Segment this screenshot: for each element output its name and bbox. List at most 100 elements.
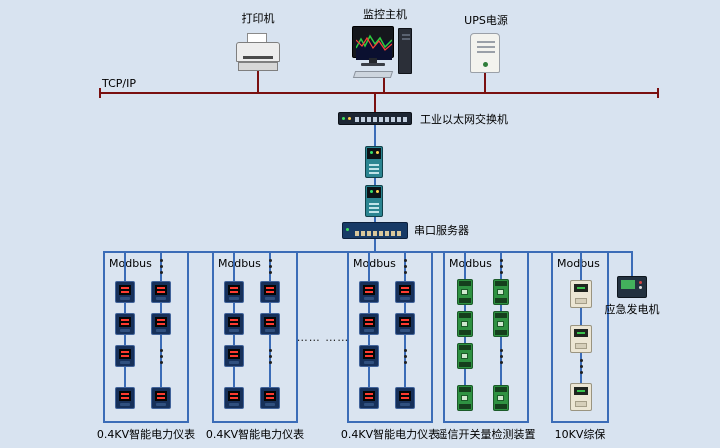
printer-connector-line bbox=[257, 71, 259, 92]
io-module-icon bbox=[457, 279, 473, 305]
protection-relay-icon bbox=[570, 383, 592, 411]
io-module-icon bbox=[457, 311, 473, 337]
more-devices-dots bbox=[578, 359, 584, 374]
modbus-label: Modbus bbox=[557, 257, 600, 270]
power-meter-icon bbox=[260, 313, 280, 335]
more-devices-dots bbox=[402, 259, 408, 274]
ups-led bbox=[483, 62, 488, 67]
modbus-column-2: Modbus bbox=[212, 251, 298, 423]
column-caption-4: 遥信开关量检测装置 bbox=[436, 428, 536, 441]
ups-vents bbox=[477, 41, 495, 43]
ups-connector-line bbox=[484, 73, 486, 92]
media-converter-icon bbox=[365, 146, 383, 178]
serial-server-label: 串口服务器 bbox=[414, 224, 469, 237]
more-devices-dots bbox=[158, 349, 164, 364]
modbus-label: Modbus bbox=[218, 257, 261, 270]
power-meter-icon bbox=[224, 387, 244, 409]
power-meter-icon bbox=[260, 387, 280, 409]
power-meter-icon bbox=[260, 281, 280, 303]
io-module-icon bbox=[493, 385, 509, 411]
monitor-icon bbox=[352, 26, 394, 60]
power-meter-icon bbox=[395, 387, 415, 409]
continuation-ellipsis: …… …… bbox=[296, 331, 350, 344]
power-meter-icon bbox=[115, 313, 135, 335]
column-caption-1: 0.4KV智能电力仪表 bbox=[96, 428, 196, 441]
generator-screen bbox=[621, 280, 635, 289]
column-caption-2: 0.4KV智能电力仪表 bbox=[205, 428, 305, 441]
ethernet-switch-label: 工业以太网交换机 bbox=[420, 113, 508, 126]
power-meter-icon bbox=[115, 281, 135, 303]
ups-icon bbox=[470, 33, 500, 73]
modbus-column-5: Modbus bbox=[551, 251, 609, 423]
more-devices-dots bbox=[498, 349, 504, 364]
protection-relay-icon bbox=[570, 280, 592, 308]
io-module-icon bbox=[457, 343, 473, 369]
modbus-column-4: Modbus bbox=[443, 251, 529, 423]
converter-leds bbox=[367, 148, 381, 159]
modbus-label: Modbus bbox=[353, 257, 396, 270]
serial-server-icon bbox=[342, 222, 408, 239]
more-devices-dots bbox=[498, 259, 504, 274]
switch-to-converter-line bbox=[374, 125, 376, 146]
server-to-bus-line bbox=[374, 239, 376, 252]
modbus-label: Modbus bbox=[109, 257, 152, 270]
ethernet-switch-icon bbox=[338, 112, 412, 125]
io-module-icon bbox=[493, 311, 509, 337]
generator-buttons bbox=[639, 281, 642, 284]
power-meter-icon bbox=[359, 387, 379, 409]
tcpip-bus-endcap-right bbox=[657, 88, 659, 98]
io-module-icon bbox=[493, 279, 509, 305]
tcpip-bus-endcap-left bbox=[99, 88, 101, 98]
power-meter-icon bbox=[224, 281, 244, 303]
media-converter-icon bbox=[365, 185, 383, 217]
tcpip-label: TCP/IP bbox=[102, 77, 136, 90]
power-meter-icon bbox=[224, 345, 244, 367]
power-meter-icon bbox=[151, 281, 171, 303]
monitor-host-label: 监控主机 bbox=[363, 8, 407, 21]
emergency-generator-label: 应急发电机 bbox=[604, 303, 660, 316]
converter-link-line bbox=[374, 178, 376, 185]
power-meter-icon bbox=[395, 313, 415, 335]
monitor-connector-line bbox=[383, 78, 385, 92]
bus-to-switch-line bbox=[374, 94, 376, 112]
monitor-base bbox=[361, 63, 385, 66]
io-module-icon bbox=[457, 385, 473, 411]
more-devices-dots bbox=[267, 349, 273, 364]
column-caption-5: 10KV综保 bbox=[554, 428, 606, 441]
modbus-column-1: Modbus bbox=[103, 251, 189, 423]
keyboard-icon bbox=[352, 71, 394, 78]
printer-slot bbox=[243, 56, 273, 59]
generator-drop-line bbox=[631, 253, 633, 276]
tcpip-bus-line bbox=[100, 92, 658, 94]
power-meter-icon bbox=[115, 387, 135, 409]
printer-body bbox=[236, 42, 280, 62]
column-caption-3: 0.4KV智能电力仪表 bbox=[340, 428, 440, 441]
monitor-host-icon bbox=[352, 26, 414, 80]
switch-ports bbox=[355, 117, 407, 122]
more-devices-dots bbox=[402, 349, 408, 364]
monitor-stand bbox=[369, 58, 377, 63]
power-meter-icon bbox=[115, 345, 135, 367]
emergency-generator-icon bbox=[617, 276, 647, 298]
power-meter-icon bbox=[395, 281, 415, 303]
switch-leds bbox=[342, 117, 345, 120]
power-meter-icon bbox=[359, 345, 379, 367]
modbus-label: Modbus bbox=[449, 257, 492, 270]
monitor-screen bbox=[355, 34, 393, 60]
power-meter-icon bbox=[224, 313, 244, 335]
power-meter-icon bbox=[151, 313, 171, 335]
converter-vents bbox=[369, 203, 379, 205]
printer-tray bbox=[238, 62, 278, 71]
power-meter-icon bbox=[151, 387, 171, 409]
modbus-column-3: Modbus bbox=[347, 251, 433, 423]
converter-to-server-line bbox=[374, 217, 376, 223]
power-meter-icon bbox=[359, 281, 379, 303]
more-devices-dots bbox=[267, 259, 273, 274]
printer-label: 打印机 bbox=[241, 12, 275, 25]
pc-tower-icon bbox=[398, 28, 412, 74]
converter-leds bbox=[367, 187, 381, 198]
ups-label: UPS电源 bbox=[464, 14, 508, 27]
printer-icon bbox=[236, 33, 280, 73]
server-led bbox=[346, 228, 349, 231]
